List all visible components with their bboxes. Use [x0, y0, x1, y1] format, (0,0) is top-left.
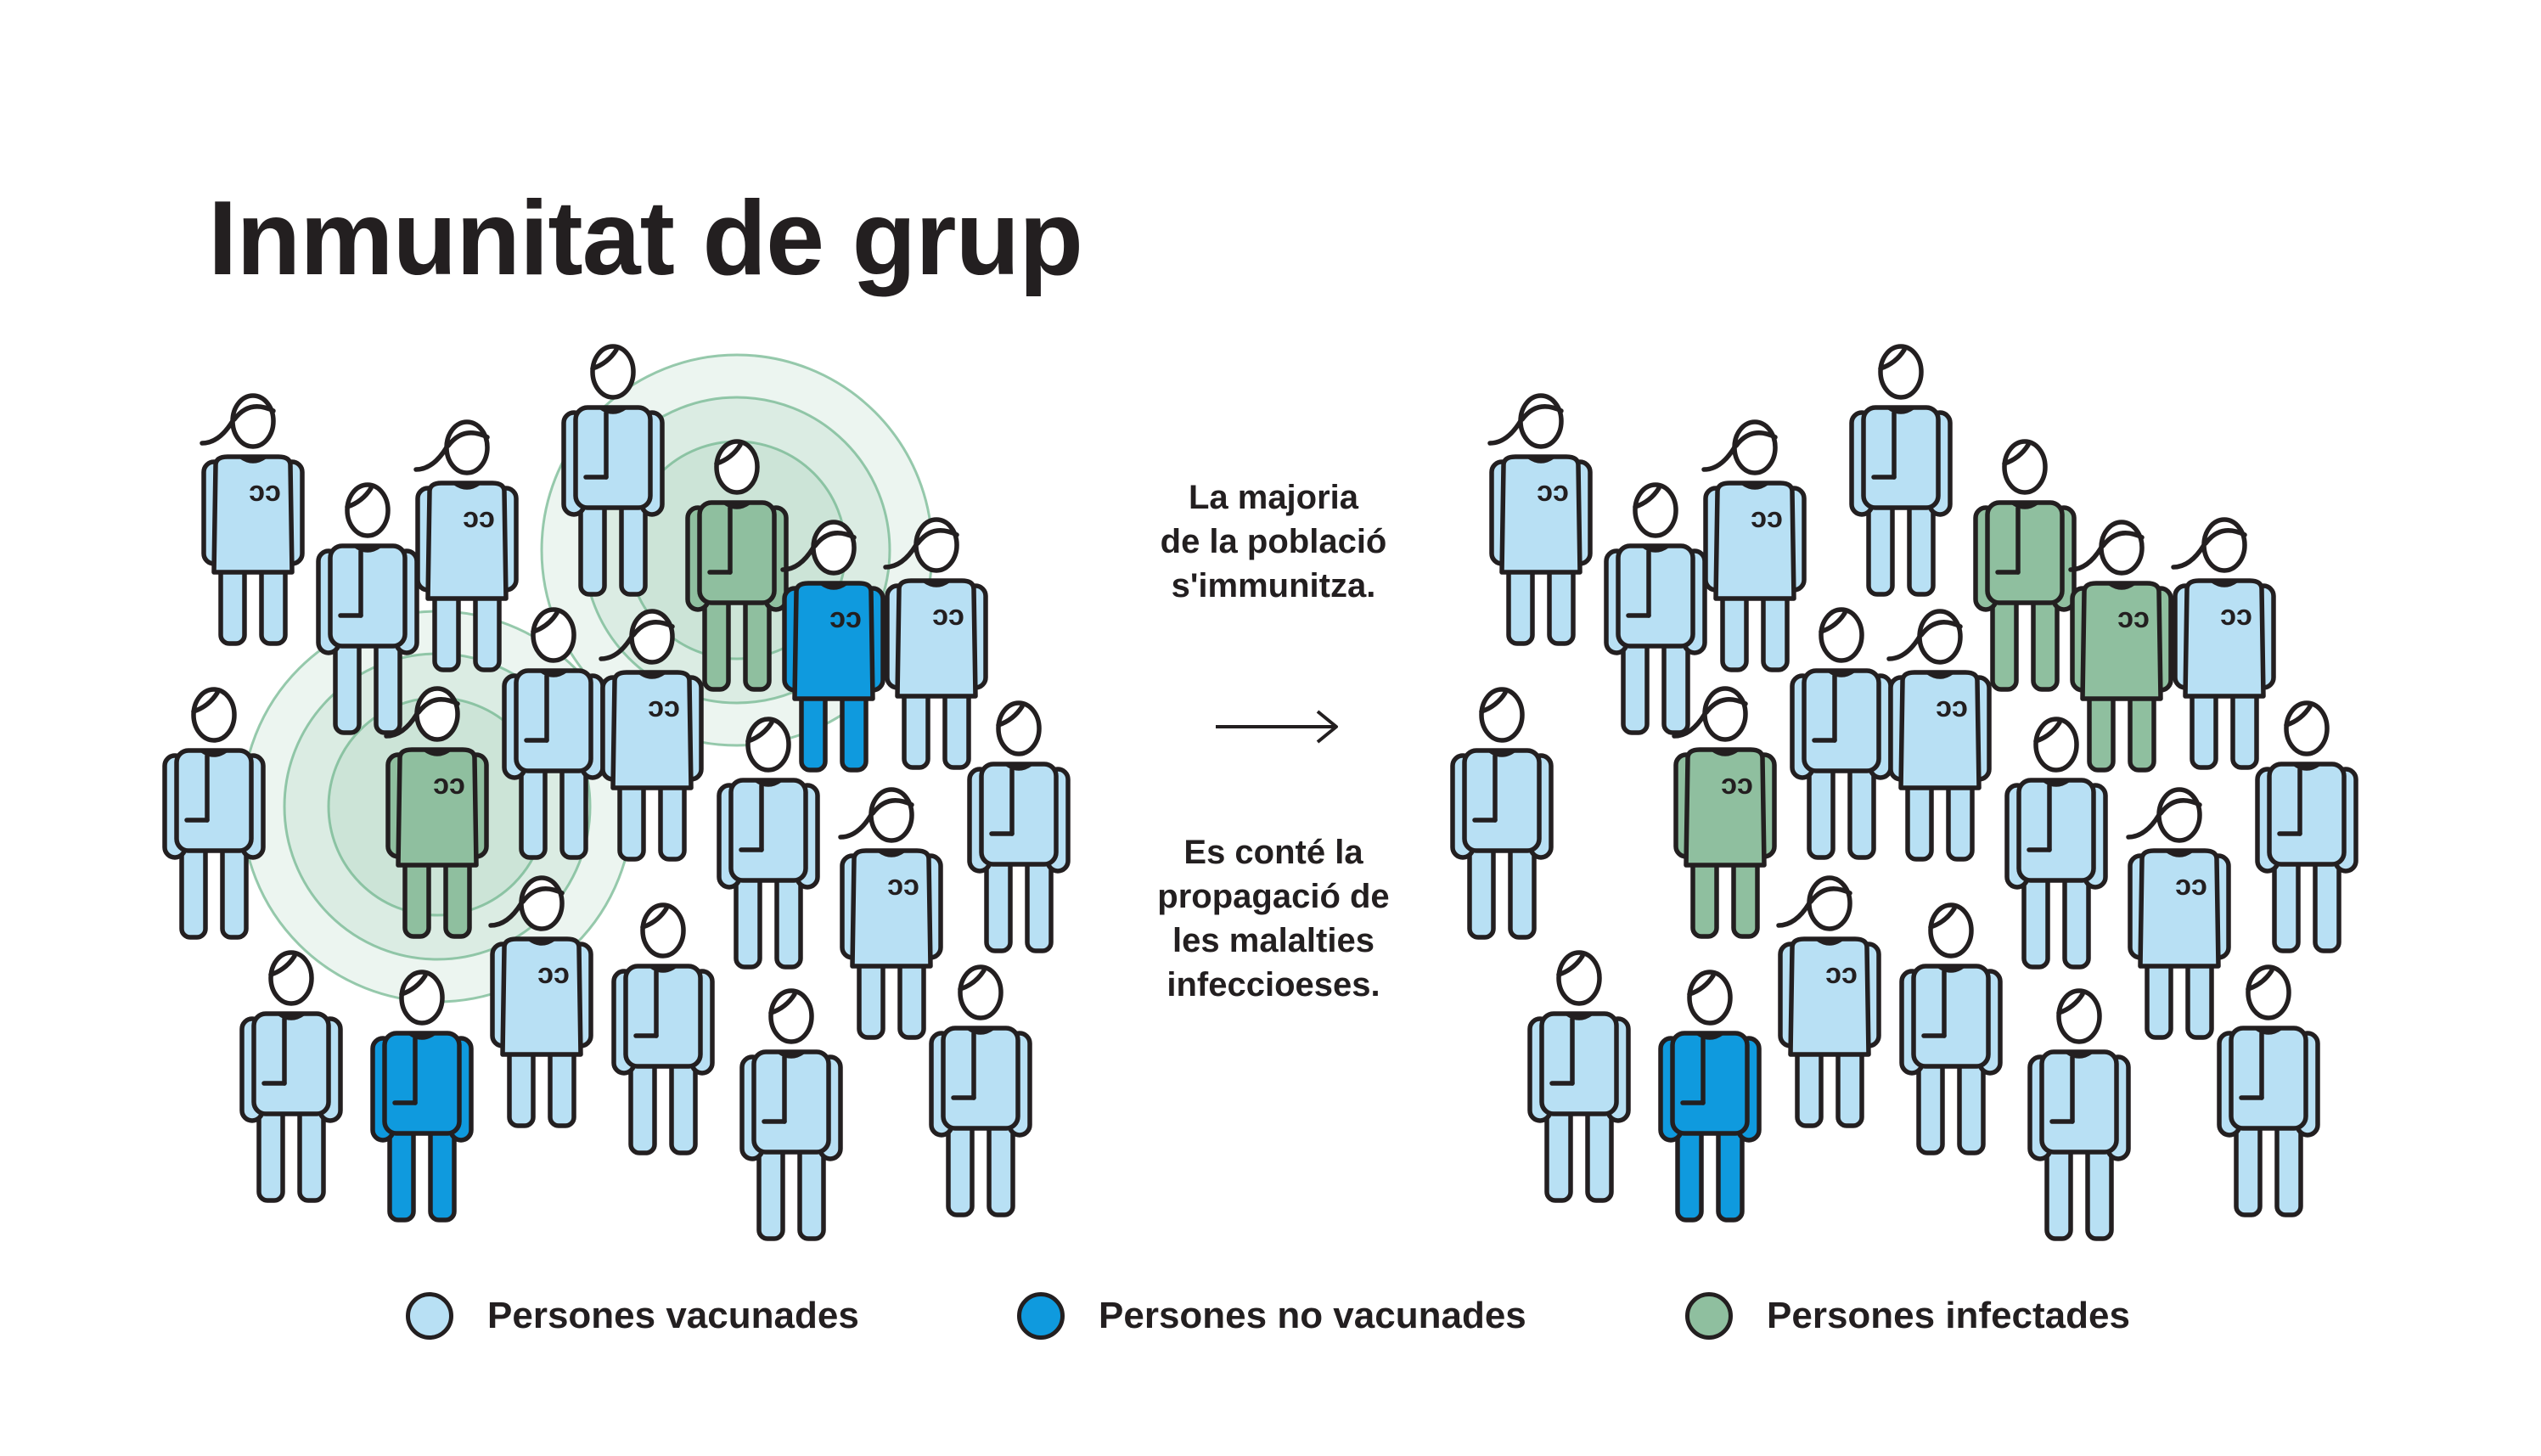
person-after-5-infected — [1973, 439, 2077, 692]
person-before-13-vaccinated: ɔɔ — [838, 787, 943, 1040]
person-after-19-vaccinated — [2027, 988, 2131, 1241]
person-before-2-vaccinated — [316, 482, 419, 735]
svg-text:ɔɔ: ɔɔ — [1825, 958, 1858, 990]
person-before-4-vaccinated — [561, 344, 665, 597]
svg-text:ɔɔ: ɔɔ — [2175, 869, 2207, 902]
svg-text:ɔɔ: ɔɔ — [2220, 599, 2252, 632]
svg-text:ɔɔ: ɔɔ — [537, 958, 570, 990]
person-after-12-vaccinated — [2004, 717, 2108, 970]
person-before-17-vaccinated: ɔɔ — [488, 875, 593, 1128]
person-after-2-vaccinated — [1604, 482, 1707, 735]
svg-text:ɔɔ: ɔɔ — [249, 475, 281, 508]
person-after-8-vaccinated — [1450, 687, 1554, 940]
svg-text:ɔɔ: ɔɔ — [2117, 602, 2150, 634]
person-before-11-vaccinated: ɔɔ — [599, 609, 704, 862]
person-after-9-infected: ɔɔ — [1672, 686, 1777, 939]
person-before-7-vaccinated: ɔɔ — [883, 517, 988, 770]
person-before-5-infected — [685, 439, 789, 692]
caption-majority-immunized: La majoria de la població s'immunitza. — [1160, 479, 1387, 604]
svg-text:ɔɔ: ɔɔ — [932, 599, 964, 632]
person-before-18-vaccinated — [611, 902, 715, 1155]
svg-text:ɔɔ: ɔɔ — [463, 502, 495, 534]
svg-text:ɔɔ: ɔɔ — [887, 869, 919, 902]
person-after-1-vaccinated: ɔɔ — [1487, 393, 1593, 646]
person-after-13-vaccinated: ɔɔ — [2126, 787, 2231, 1040]
person-after-14-vaccinated — [2255, 700, 2358, 953]
person-before-12-vaccinated — [717, 717, 820, 970]
person-before-19-vaccinated — [739, 988, 843, 1241]
arrow-icon — [1216, 710, 1338, 744]
person-after-15-vaccinated — [1527, 950, 1631, 1203]
svg-text:ɔɔ: ɔɔ — [1936, 691, 1968, 723]
svg-text:ɔɔ: ɔɔ — [648, 691, 680, 723]
person-after-7-vaccinated: ɔɔ — [2171, 517, 2276, 770]
svg-text:ɔɔ: ɔɔ — [829, 602, 862, 634]
svg-text:ɔɔ: ɔɔ — [1751, 502, 1783, 534]
person-after-11-vaccinated: ɔɔ — [1886, 609, 1992, 862]
person-before-10-vaccinated — [502, 607, 605, 860]
svg-text:ɔɔ: ɔɔ — [1721, 768, 1753, 801]
infographic-title: Inmunitat de grup — [208, 180, 1083, 297]
person-before-15-vaccinated — [239, 950, 343, 1203]
person-before-20-vaccinated — [929, 964, 1032, 1217]
person-after-18-vaccinated — [1899, 902, 2003, 1155]
svg-text:ɔɔ: ɔɔ — [1537, 475, 1569, 508]
crowd-before: ɔɔ ɔɔ ɔɔ ɔɔ ɔɔ ɔɔ ɔɔ ɔɔ — [162, 344, 1071, 1241]
person-before-9-infected: ɔɔ — [384, 686, 489, 939]
person-after-10-vaccinated — [1790, 607, 1893, 860]
person-after-4-vaccinated — [1849, 344, 1953, 597]
crowd-after: ɔɔ ɔɔ ɔɔ ɔɔ ɔɔ ɔɔ ɔɔ ɔɔ — [1450, 344, 2358, 1241]
person-after-3-vaccinated: ɔɔ — [1701, 419, 1807, 672]
person-before-8-vaccinated — [162, 687, 266, 940]
person-before-6-unvaccinated: ɔɔ — [780, 520, 885, 773]
person-before-16-unvaccinated — [370, 970, 474, 1223]
person-before-14-vaccinated — [967, 700, 1071, 953]
person-after-17-vaccinated: ɔɔ — [1776, 875, 1881, 1128]
person-before-1-vaccinated: ɔɔ — [200, 393, 305, 646]
person-before-3-vaccinated: ɔɔ — [413, 419, 519, 672]
svg-text:ɔɔ: ɔɔ — [433, 768, 465, 801]
person-after-20-vaccinated — [2217, 964, 2320, 1217]
person-after-16-unvaccinated — [1658, 970, 1762, 1223]
caption-spread-contained: Es conté la propagació de les malalties … — [1157, 834, 1390, 1003]
person-after-6-infected: ɔɔ — [2068, 520, 2173, 773]
